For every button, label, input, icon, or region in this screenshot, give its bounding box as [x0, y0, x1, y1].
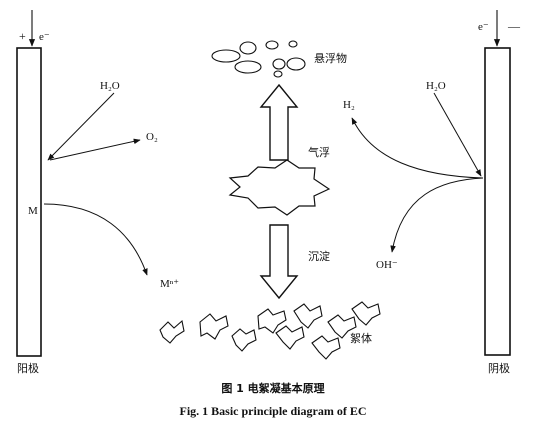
- anode-plate: [16, 47, 42, 357]
- floating-particle: [273, 70, 283, 78]
- cathode-plate: [484, 47, 511, 356]
- cathode-hydrogen-arrow: [351, 117, 484, 179]
- floating-particle: [211, 49, 241, 63]
- anode-plus-sign: +: [19, 29, 26, 43]
- floc: [311, 335, 341, 360]
- anode-label: 阳极: [17, 361, 39, 375]
- floc: [327, 314, 357, 339]
- cathode-minus-sign: —: [507, 19, 521, 33]
- floc: [351, 301, 381, 326]
- floc: [257, 308, 287, 334]
- floc: [159, 319, 185, 344]
- floc: [231, 328, 257, 352]
- flocs-label: 絮体: [350, 331, 372, 345]
- figure-caption-cn: 图 1 电絮凝基本原理: [221, 381, 324, 395]
- floc: [199, 313, 229, 340]
- cathode-hydrogen-label: H₂: [343, 99, 355, 111]
- floating-particles: [211, 40, 306, 78]
- sedimentation-label: 沉淀: [308, 249, 330, 263]
- anode-oxygen-label: O₂: [146, 131, 158, 143]
- floc: [293, 303, 323, 329]
- anode-ion-label: Mⁿ⁺: [160, 278, 179, 290]
- cathode-hydroxide-arrow: [390, 177, 484, 253]
- cathode-label: 阴极: [488, 361, 510, 375]
- floating-particle: [286, 57, 306, 71]
- floating-particle: [239, 41, 257, 55]
- floating-particle: [265, 40, 279, 50]
- cathode-water-arrow: [433, 92, 482, 177]
- flotation-arrow: [259, 83, 299, 161]
- flocs: [159, 301, 381, 360]
- anode-ion-arrow: [43, 203, 148, 276]
- anode-water-label: H₂O: [100, 80, 120, 92]
- floating-particle: [234, 60, 262, 74]
- floating-particle: [288, 40, 298, 48]
- anode-metal-label: M: [28, 205, 38, 217]
- anode-water-arrow: [47, 92, 115, 161]
- sedimentation-arrow: [259, 224, 299, 300]
- figure-caption-en: Fig. 1 Basic principle diagram of EC: [180, 404, 367, 418]
- cathode-electron-label: e⁻: [478, 21, 489, 33]
- cathode-water-label: H₂O: [426, 80, 446, 92]
- cathode-hydroxide-label: OH⁻: [376, 259, 398, 271]
- floating-particle: [272, 58, 286, 70]
- floc: [275, 325, 305, 350]
- coagulation-starburst: [228, 159, 331, 216]
- anode-electron-label: e⁻: [39, 31, 50, 43]
- flotation-product-label: 悬浮物: [314, 51, 347, 65]
- anode-oxygen-arrow: [49, 138, 141, 161]
- flotation-label: 气浮: [308, 145, 330, 159]
